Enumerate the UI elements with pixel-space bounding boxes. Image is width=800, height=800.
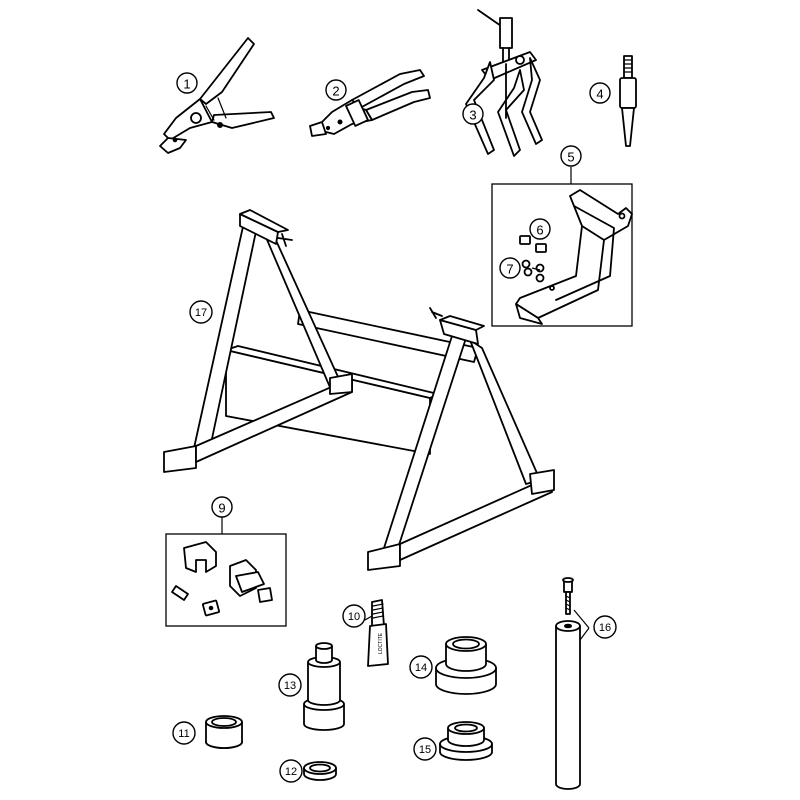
callouts: 1 2 3 4 5 6 7 9: [172, 72, 617, 783]
callout-4: 4: [589, 82, 611, 104]
part-10-label: LOCTITE: [378, 632, 384, 654]
callout-10: 10: [342, 604, 366, 628]
part-1-circlip-pliers: [159, 37, 275, 154]
callout-2: 2: [325, 79, 347, 101]
callout-14: 14: [409, 655, 433, 679]
part-12-cap: [303, 761, 337, 781]
part-15-dish: [439, 721, 493, 761]
part-13-stepped-drift: [303, 642, 345, 731]
part-16-long-drift: [555, 577, 581, 790]
part-14-bearing-press: [435, 636, 497, 695]
callout-15: 15: [413, 737, 437, 761]
callout-6: 6: [529, 218, 551, 240]
callout-9: 9: [211, 496, 233, 518]
callout-13: 13: [278, 673, 302, 697]
callout-3-number: 3: [469, 108, 476, 123]
callout-7-number: 7: [506, 262, 513, 277]
part-5-box: [491, 167, 633, 327]
callout-12-number: 12: [285, 766, 297, 778]
callout-6-number: 6: [536, 223, 543, 238]
callout-13-number: 13: [284, 680, 296, 692]
part-11-ring: [205, 715, 243, 749]
callout-2-number: 2: [332, 84, 339, 99]
callout-16: 16: [593, 615, 617, 639]
part-2-clamp-pliers: [309, 69, 431, 137]
leader-lines: [364, 267, 590, 641]
part-10-loctite: LOCTITE: [367, 599, 389, 667]
part-3-gear-puller: [465, 9, 543, 157]
callout-10-number: 10: [348, 611, 360, 623]
callout-14-number: 14: [415, 662, 427, 674]
callout-11-number: 11: [178, 728, 189, 740]
callout-17-number: 17: [195, 307, 207, 319]
callout-16-number: 16: [599, 622, 611, 634]
callout-12: 12: [279, 759, 303, 783]
callout-9-number: 9: [218, 501, 225, 516]
callout-4-number: 4: [596, 87, 603, 102]
part-9-box: [165, 517, 287, 627]
callout-5: 5: [560, 145, 582, 167]
callout-3: 3: [462, 103, 484, 125]
callout-1: 1: [176, 72, 198, 94]
callout-5-number: 5: [567, 150, 574, 165]
callout-1-number: 1: [183, 77, 190, 92]
callout-7: 7: [499, 257, 521, 279]
part-4-slide-hammer: [619, 55, 637, 147]
part-17-engine-stand: [163, 209, 555, 571]
callout-15-number: 15: [419, 744, 431, 756]
callout-11: 11: [172, 721, 196, 745]
callout-17: 17: [189, 300, 213, 324]
